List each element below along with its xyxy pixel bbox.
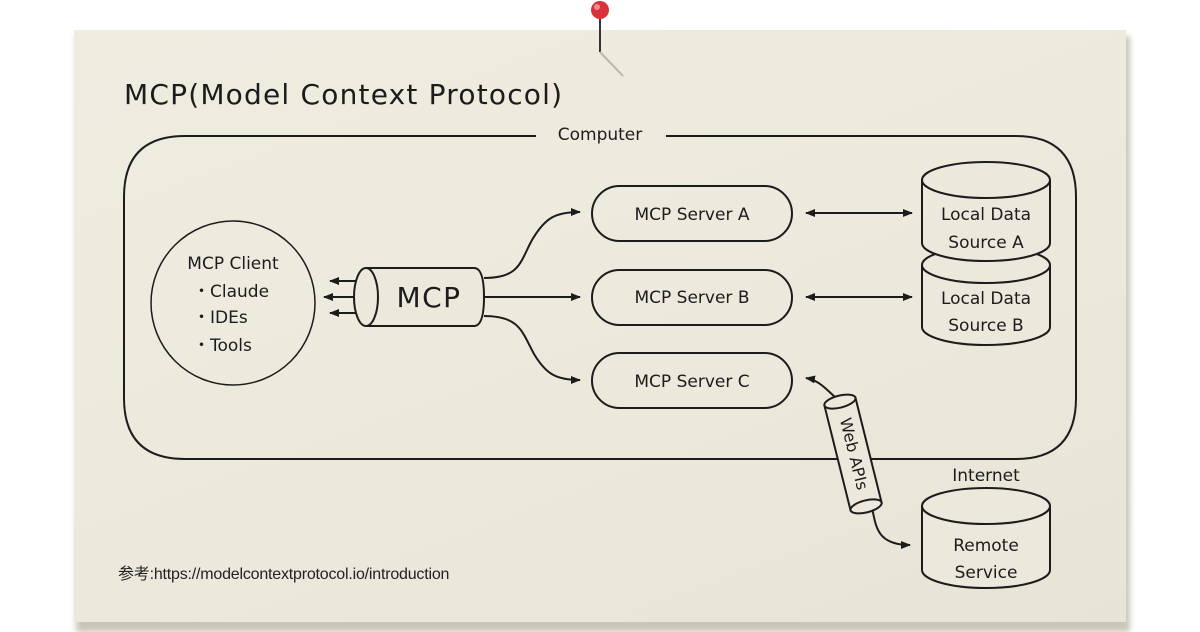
server-data-arrows	[805, 209, 913, 301]
data-source-label: Source B	[948, 316, 1023, 336]
mcp-pipe-label: MCP	[396, 281, 461, 314]
internet-label: Internet	[952, 466, 1020, 486]
push-pin-icon	[591, 1, 624, 77]
remote-label: Remote	[953, 536, 1019, 556]
server-label: MCP Server A	[635, 205, 750, 225]
reference-link-text: 参考:https://modelcontextprotocol.io/intro…	[118, 566, 450, 583]
client-item: ・IDEs	[193, 308, 248, 328]
mcp-server-c: MCP Server C	[591, 352, 793, 409]
web-apis-pipe: Web APIs	[823, 393, 883, 515]
server-label: MCP Server B	[634, 288, 749, 308]
local-data-source-a: Local Data Source A	[921, 161, 1051, 262]
mcp-server-b: MCP Server B	[591, 269, 793, 326]
mcp-server-a: MCP Server A	[591, 185, 793, 242]
web-apis-connector	[805, 375, 911, 549]
mcp-pipe: MCP	[353, 267, 486, 327]
remote-label: Service	[955, 563, 1018, 583]
remote-service: Remote Service	[921, 487, 1051, 589]
mcp-client-node: MCP Client ・Claude ・IDEs ・Tools	[150, 220, 316, 386]
data-source-label: Source A	[948, 233, 1024, 253]
pipe-to-server-arrows	[483, 208, 581, 384]
diagram-title: MCP(Model Context Protocol)	[124, 78, 563, 111]
client-item: ・Tools	[193, 336, 252, 356]
computer-label: Computer	[558, 125, 643, 145]
client-title: MCP Client	[187, 254, 279, 274]
computer-boundary	[123, 135, 1077, 460]
data-source-label: Local Data	[941, 205, 1031, 225]
server-label: MCP Server C	[634, 372, 749, 392]
client-item: ・Claude	[193, 282, 269, 302]
data-source-label: Local Data	[941, 289, 1031, 309]
